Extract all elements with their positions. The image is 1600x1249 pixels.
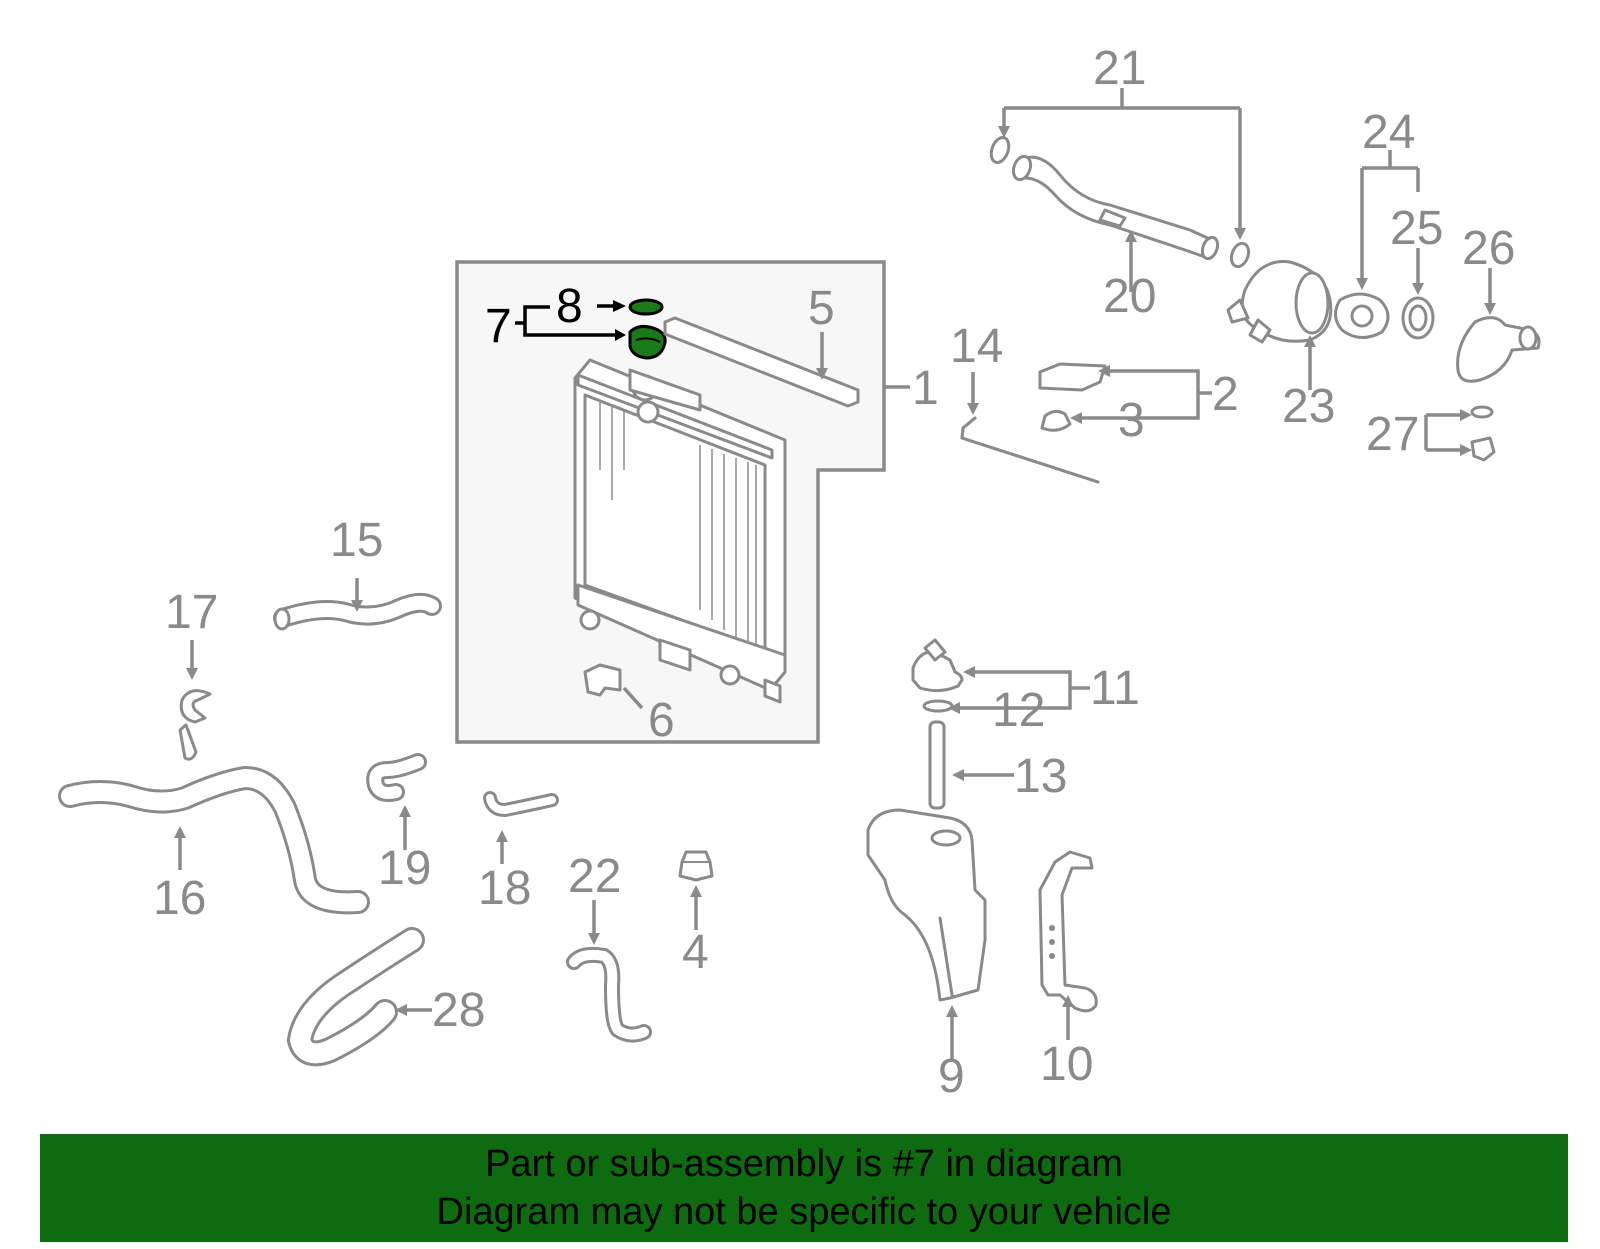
callout-7-leader-top — [523, 305, 550, 323]
callout-22[interactable]: 22 — [568, 850, 621, 903]
callout-17[interactable]: 17 — [165, 586, 218, 639]
banner-line-1: Part or sub-assembly is #7 in diagram — [485, 1143, 1123, 1185]
callout-10[interactable]: 10 — [1040, 1038, 1093, 1091]
callout-14[interactable]: 14 — [950, 320, 1003, 373]
bypass-hose[interactable] — [366, 753, 427, 803]
callout-9[interactable]: 9 — [938, 1050, 965, 1103]
thermostat-gasket[interactable] — [1401, 296, 1435, 340]
temperature-sensor[interactable] — [1470, 405, 1496, 462]
callout-19[interactable]: 19 — [378, 842, 431, 895]
radiator-mount-upper[interactable] — [1038, 362, 1107, 392]
callout-16[interactable]: 16 — [153, 872, 206, 925]
info-banner: Part or sub-assembly is #7 in diagram Di… — [40, 1134, 1568, 1242]
reservoir-cap-seal[interactable] — [922, 699, 954, 713]
callout-12[interactable]: 12 — [992, 684, 1045, 737]
callout-13[interactable]: 13 — [1014, 750, 1067, 803]
callout-18[interactable]: 18 — [478, 862, 531, 915]
radiator-cushion[interactable] — [1040, 409, 1072, 432]
callout-26[interactable]: 26 — [1462, 222, 1515, 275]
callout-7-leader-bottom — [523, 323, 615, 337]
callout-15[interactable]: 15 — [330, 514, 383, 567]
reservoir-tube[interactable] — [928, 720, 946, 810]
callout-6-leader — [622, 686, 644, 710]
radiator-cap-seal[interactable] — [628, 298, 664, 316]
radiator-hose-lower[interactable] — [58, 765, 370, 915]
callout-27-leader — [1424, 413, 1462, 452]
callout-4[interactable]: 4 — [682, 926, 709, 979]
callout-25[interactable]: 25 — [1390, 202, 1443, 255]
callout-11-leader — [960, 670, 1072, 710]
hose-clamp[interactable] — [178, 689, 212, 761]
reservoir-bracket[interactable] — [1038, 850, 1098, 1013]
seal-strip[interactable] — [663, 316, 860, 408]
callout-6[interactable]: 6 — [648, 694, 675, 747]
radiator-cap[interactable] — [628, 325, 667, 360]
lower-cushion[interactable] — [678, 850, 714, 882]
water-pipe[interactable] — [988, 135, 1252, 269]
thermostat-housing[interactable] — [1226, 260, 1333, 344]
callout-24[interactable]: 24 — [1362, 106, 1415, 159]
radiator[interactable] — [573, 358, 787, 704]
callout-23[interactable]: 23 — [1282, 380, 1335, 433]
thermostat-cover[interactable] — [1456, 316, 1541, 383]
callout-2[interactable]: 2 — [1212, 368, 1239, 421]
callout-20[interactable]: 20 — [1103, 270, 1156, 323]
callout-7[interactable]: 7 — [485, 300, 512, 353]
callout-5[interactable]: 5 — [808, 282, 835, 335]
callout-8[interactable]: 8 — [556, 280, 583, 333]
thermostat[interactable] — [1334, 292, 1390, 339]
callout-28[interactable]: 28 — [432, 984, 485, 1037]
coolant-reservoir[interactable] — [866, 808, 987, 1002]
radiator-hose-upper[interactable] — [273, 592, 442, 631]
water-hose[interactable] — [566, 946, 652, 1043]
overflow-tube[interactable] — [960, 416, 1100, 484]
callout-11[interactable]: 11 — [1090, 662, 1140, 715]
heater-hose[interactable] — [483, 791, 559, 818]
callout-1[interactable]: 1 — [912, 362, 939, 415]
reservoir-cap[interactable] — [911, 638, 964, 693]
callout-21[interactable]: 21 — [1093, 42, 1146, 95]
radiator-bracket[interactable] — [583, 663, 622, 697]
callout-3[interactable]: 3 — [1118, 394, 1145, 447]
heater-inlet-hose[interactable] — [286, 927, 425, 1067]
banner-line-2: Diagram may not be specific to your vehi… — [436, 1191, 1172, 1233]
callout-27[interactable]: 27 — [1366, 408, 1419, 461]
